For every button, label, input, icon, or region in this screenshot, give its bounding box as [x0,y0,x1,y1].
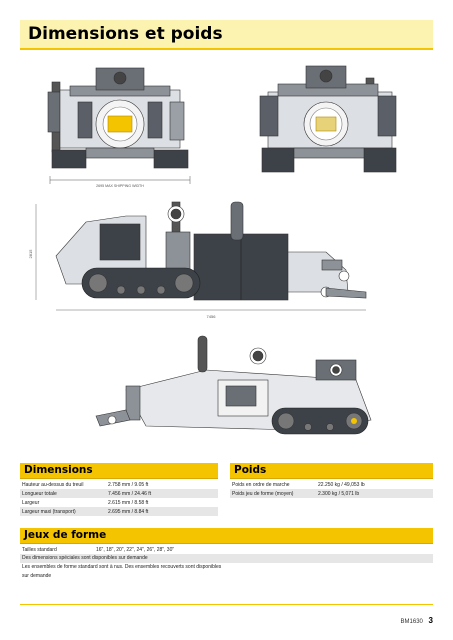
page-number: 3 [428,616,433,625]
weight-label: Poids jeu de forme (moyen) [230,489,316,498]
side-control-box [99,223,141,261]
rear-view-drawing [259,65,397,173]
dimension-label: Largeur maxi (transport) [20,507,106,516]
dimension-label: Longueur totale [20,489,106,498]
weight-value: 2.300 kg / 5,071 lb [316,489,433,498]
page-footer: BM1630 3 [401,616,433,625]
dimension-value: 2.695 mm / 8.84 ft [106,507,218,516]
poids-heading-bar: Poids [230,463,433,479]
dimensions-heading: Dimensions [24,464,93,476]
dimensions-heading-bar: Dimensions [20,463,218,479]
table-row: Hauteur au-dessus du treuil 2.758 mm / 9… [20,480,218,489]
page-title: Dimensions et poids [28,24,223,44]
dimensions-table: Hauteur au-dessus du treuil 2.758 mm / 9… [20,480,218,516]
dimension-label: Largeur [22,499,40,506]
jeux-table: Tailles standard 16", 18", 20", 22", 24"… [20,545,433,554]
jeux-heading: Jeux de forme [24,529,107,541]
front-left-track [51,149,87,169]
sizes-value: 16", 18", 20", 22", 24", 26", 28", 30" [96,546,175,553]
plan-view-drawing [95,335,372,435]
jeux-note-standard: Les ensembles de forme standard sont à n… [22,564,222,579]
jeux-note-special: Des dimensions spéciales sont disponible… [20,554,433,563]
poids-heading: Poids [234,464,267,476]
dimension-value: 7.456 mm / 24.46 ft [106,489,218,498]
weight-value: 22.250 kg / 49,053 lb [318,481,365,488]
dimension-value: 2.758 mm / 9.05 ft [108,481,149,488]
side-length-label: 7456 [207,314,217,319]
footer-divider [20,604,433,605]
side-track [81,267,201,299]
dimension-value: 2.615 mm / 8.58 ft [108,499,149,506]
weight-label: Poids en ordre de marche [232,481,290,488]
table-row: Longueur totale 7.456 mm / 24.46 ft [20,489,218,498]
side-height-label: 2815 [28,249,33,259]
table-row: Poids en ordre de marche 22.250 kg / 49,… [230,480,433,489]
table-row: Largeur 2.615 mm / 8.58 ft [20,498,218,507]
plan-track [271,407,369,435]
front-view-drawing: 2695 MAX SHIPPING WIDTH [47,67,191,188]
front-right-track [153,149,189,169]
table-row: Tailles standard 16", 18", 20", 22", 24"… [20,545,433,554]
front-yellow-part [107,115,133,133]
page-title-bar: Dimensions et poids [20,20,433,50]
front-width-label: 2695 MAX SHIPPING WIDTH [96,184,144,188]
table-row: Largeur maxi (transport) 2.695 mm / 8.84… [20,507,218,516]
poids-table: Poids en ordre de marche 22.250 kg / 49,… [230,480,433,498]
table-row: Poids jeu de forme (moyen) 2.300 kg / 5,… [230,489,433,498]
side-view-drawing: 2815 7456 [28,201,367,319]
dimension-label: Hauteur au-dessus du treuil [22,481,84,488]
sizes-label: Tailles standard [22,546,57,553]
jeux-heading-bar: Jeux de forme [20,528,433,544]
footer-model: BM1630 [400,619,423,625]
